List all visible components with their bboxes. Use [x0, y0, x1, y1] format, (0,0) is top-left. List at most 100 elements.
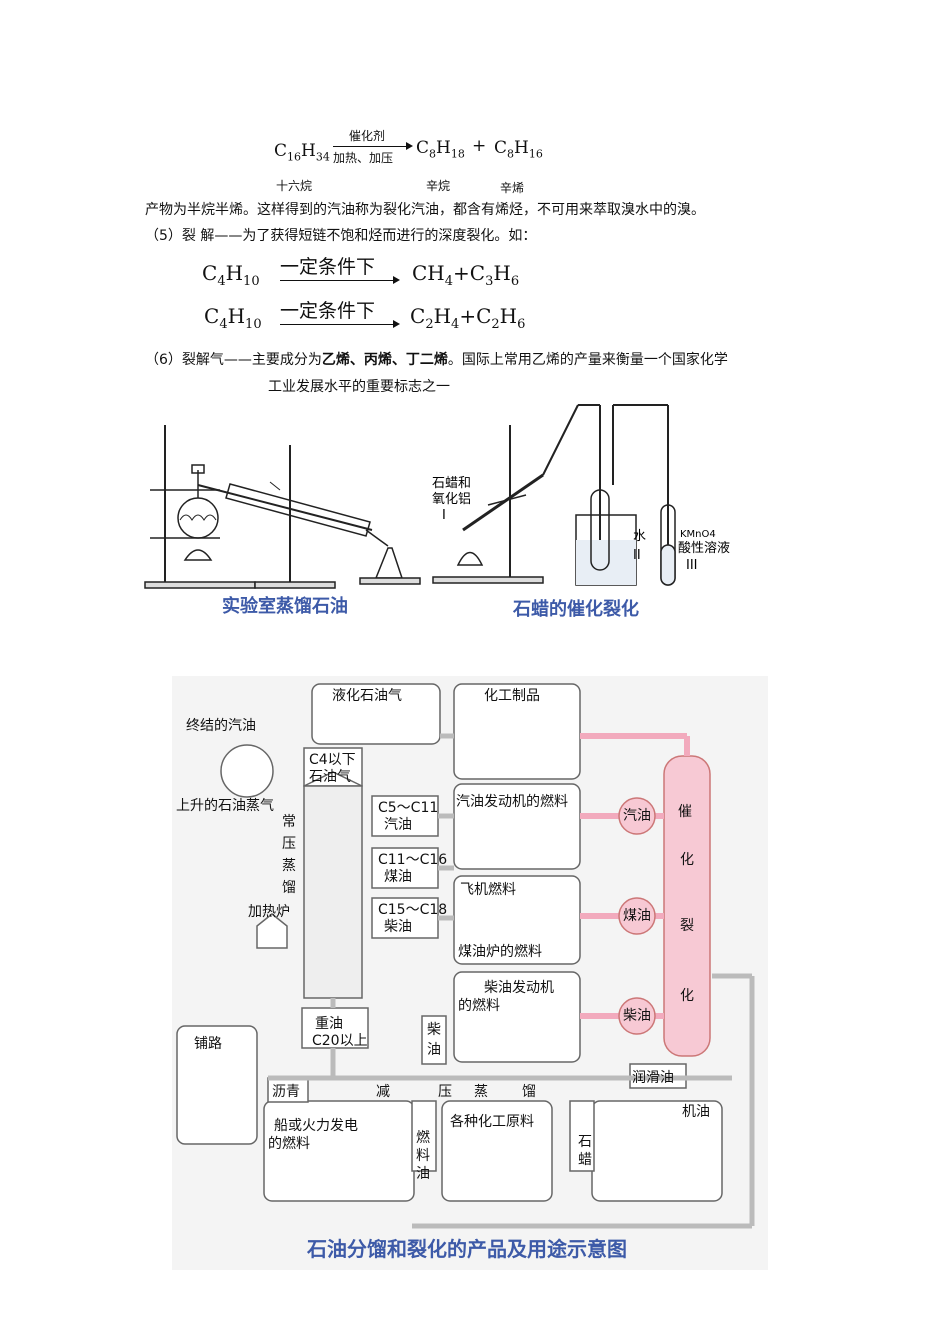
box-lpg — [311, 683, 441, 745]
label-water: 水 — [633, 529, 646, 544]
lbl-fuel-v-2: 料 — [416, 1148, 430, 1164]
lbl-die-2: 柴油 — [384, 919, 412, 935]
eq3-right: C2H4+C2H6 — [410, 304, 526, 332]
eq1-label-p2: 辛烯 — [500, 181, 525, 195]
lbl-gas-1: C5～C11 — [378, 800, 439, 816]
lbl-col-3: 蒸 — [282, 858, 296, 874]
lbl-c4-2: 石油气 — [309, 769, 351, 785]
label-kmno4: KMnO4 — [680, 529, 716, 540]
para-6-line2: 工业发展水平的重要标志之一 — [268, 379, 450, 395]
lbl-col-2: 压 — [282, 836, 296, 852]
eq2-arrow — [280, 276, 400, 284]
eq1-arrow — [333, 142, 413, 150]
label-paraffin-1: 石蜡和 — [432, 476, 471, 491]
lbl-crack-2: 化 — [680, 852, 694, 868]
lbl-aircraft: 飞机燃料 — [460, 882, 516, 898]
label-II: II — [633, 548, 641, 563]
lbl-die-1: C15～C18 — [378, 902, 448, 918]
para-6: （6）裂解气——主要成分为乙烯、丙烯、丁二烯。国际上常用乙烯的产量来衡量一个国家… — [145, 350, 728, 370]
lbl-heavy-1: 重油 — [315, 1016, 343, 1032]
fig-crack-caption: 石蜡的催化裂化 — [512, 598, 639, 620]
lbl-diesel-v-1: 柴 — [427, 1022, 441, 1038]
lbl-fuel-v-3: 油 — [416, 1166, 430, 1182]
label-III: III — [686, 558, 698, 573]
diagram-caption: 石油分馏和裂化的产品及用途示意图 — [306, 1237, 627, 1261]
lbl-condensed: 终结的汽油 — [186, 718, 256, 734]
lbl-fuel-v-1: 燃 — [416, 1130, 430, 1146]
eq2-left: C4H10 — [202, 261, 260, 289]
eq1-plus: + — [472, 136, 487, 156]
lbl-circle-kerosene: 煤油 — [623, 908, 651, 924]
eq1-catalyst: 催化剂 — [349, 129, 386, 143]
lbl-col-4: 馏 — [282, 880, 296, 896]
para-6-suffix: 。国际上常用乙烯的产量来衡量一个国家化学 — [447, 352, 728, 368]
lbl-lube: 润滑油 — [632, 1070, 674, 1086]
lbl-diesel-engine-1: 柴油发动机 — [484, 980, 554, 996]
eq2-cond: 一定条件下 — [280, 256, 376, 278]
lbl-ship-1: 船或火力发电 — [274, 1118, 358, 1134]
eq1-label-p1: 辛烷 — [426, 179, 451, 193]
para-products: 产物为半烷半烯。这样得到的汽油称为裂化汽油，都含有烯烃，不可用来萃取溴水中的溴。 — [145, 202, 705, 218]
lbl-circle-gasoline: 汽油 — [623, 808, 651, 824]
circle-diesel — [618, 997, 656, 1035]
lbl-paving: 铺路 — [194, 1036, 222, 1052]
box-chem-raw — [441, 1100, 553, 1202]
para-5: （5）裂 解——为了获得短链不饱和烃而进行的深度裂化。如： — [145, 228, 537, 244]
lbl-crack-1: 催 — [678, 804, 692, 820]
diagram-petroleum: 石油分馏和裂化的产品及用途示意图 — [172, 676, 768, 1270]
circle-kerosene — [618, 897, 656, 935]
lbl-gas-2: 汽油 — [384, 817, 412, 833]
lbl-paraffin-2: 蜡 — [578, 1152, 592, 1168]
eq1-reactant: C16H34 — [274, 141, 330, 164]
lbl-vac-4: 馏 — [522, 1084, 536, 1100]
lbl-furnace: 加热炉 — [248, 904, 290, 920]
fig-distillation: 实验室蒸馏石油 — [144, 425, 421, 617]
lbl-c4-1: C4以下 — [309, 752, 356, 768]
lbl-ker-2: 煤油 — [384, 869, 412, 885]
label-I: I — [442, 508, 446, 523]
eq1-condition: 加热、加压 — [333, 151, 394, 165]
lbl-col-1: 常 — [282, 814, 296, 830]
lbl-stove: 煤油炉的燃料 — [458, 944, 542, 960]
circle-gasoline — [618, 797, 656, 835]
eq3-left: C4H10 — [204, 304, 262, 332]
lbl-ship-2: 的燃料 — [268, 1136, 310, 1152]
furnace-icon — [256, 913, 288, 949]
eq1-product1: C8H18 — [416, 138, 465, 161]
lbl-chem-products: 化工制品 — [484, 688, 540, 704]
lbl-engine-oil: 机油 — [682, 1104, 710, 1120]
lbl-asphalt: 沥青 — [272, 1084, 300, 1100]
box-paving — [176, 1025, 258, 1145]
eq3-arrow — [280, 320, 400, 328]
fig-catalytic-cracking: 石蜡和 氧化铝 I 水 II KMnO4 酸性溶液 III 石蜡的催化裂化 — [432, 404, 730, 620]
label-paraffin-2: 氧化铝 — [432, 492, 471, 507]
lbl-crack-4: 化 — [680, 988, 694, 1004]
lbl-crack-3: 裂 — [680, 918, 694, 934]
lbl-chem-raw: 各种化工原料 — [450, 1114, 534, 1130]
label-acid: 酸性溶液 — [678, 541, 730, 556]
cracking-tower — [663, 755, 711, 1057]
distillation-column — [303, 771, 363, 999]
lbl-diesel-v-2: 油 — [427, 1042, 441, 1058]
lbl-gasoline-engine: 汽油发动机的燃料 — [456, 794, 568, 810]
eq2-right: CH4+C3H6 — [412, 261, 520, 289]
box-chem-products — [453, 683, 581, 780]
para-6-prefix: （6）裂解气——主要成分为 — [145, 352, 322, 368]
lbl-diesel-engine-2: 的燃料 — [458, 998, 500, 1014]
para-6-bold: 乙烯、丙烯、丁二烯 — [321, 352, 448, 368]
stand-base — [144, 581, 256, 589]
bubble-condensed — [220, 744, 274, 798]
eq1-product2: C8H16 — [494, 138, 543, 161]
lbl-vac-3: 蒸 — [474, 1084, 488, 1100]
lbl-paraffin-1: 石 — [578, 1134, 592, 1150]
lbl-rising-vapor: 上升的石油蒸气 — [176, 798, 274, 814]
lbl-lpg: 液化石油气 — [332, 688, 402, 704]
lbl-vac-2: 压 — [438, 1084, 452, 1100]
lbl-ker-1: C11～C16 — [378, 852, 448, 868]
fig-distill-caption: 实验室蒸馏石油 — [222, 595, 348, 617]
lbl-circle-diesel: 柴油 — [623, 1008, 651, 1024]
box-gasoline-engine — [453, 783, 581, 870]
lbl-heavy-2: C20以上 — [312, 1033, 368, 1049]
lbl-vac-1: 减 — [376, 1084, 390, 1100]
eq3-cond: 一定条件下 — [280, 300, 376, 322]
